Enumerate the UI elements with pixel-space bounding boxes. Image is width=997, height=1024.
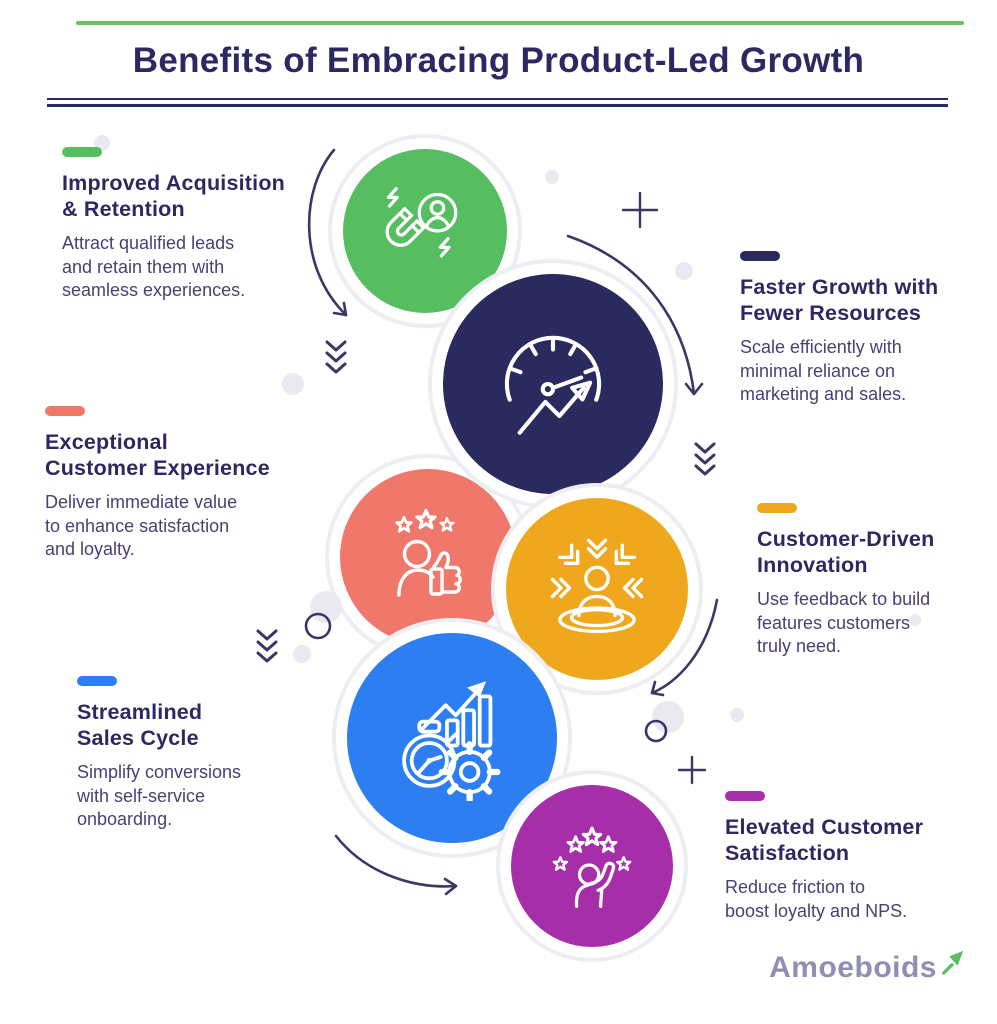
circle-improved-acquisition bbox=[343, 149, 507, 313]
header-accent-rule bbox=[76, 21, 964, 25]
plus-mark-icon bbox=[621, 191, 659, 229]
ring-dot-icon bbox=[304, 612, 332, 640]
benefit-card-elevated-satisfaction: Elevated Customer Satisfaction Reduce fr… bbox=[725, 791, 923, 923]
benefit-title: Customer-Driven Innovation bbox=[757, 527, 935, 577]
circle-faster-growth bbox=[443, 274, 663, 494]
title-underline bbox=[47, 98, 948, 107]
benefit-body: Simplify conversions with self-service o… bbox=[77, 762, 242, 829]
plus-mark-icon bbox=[677, 755, 707, 785]
curved-arrow-top-left bbox=[307, 148, 348, 317]
benefit-card-exceptional-experience: Exceptional Customer Experience Deliver … bbox=[45, 406, 270, 562]
ring-dot-icon bbox=[644, 719, 668, 743]
chevron-triple-icon bbox=[256, 629, 278, 663]
benefit-card-streamlined-sales: Streamlined Sales Cycle Simplify convers… bbox=[77, 676, 241, 832]
benefit-title: Elevated Customer Satisfaction bbox=[725, 815, 924, 865]
benefit-body: Deliver immediate value to enhance satis… bbox=[45, 492, 238, 559]
magnet-attracting-user-icon bbox=[385, 187, 458, 258]
accent-dash bbox=[45, 406, 85, 416]
circle-elevated-satisfaction bbox=[511, 785, 673, 947]
circle-exceptional-experience bbox=[340, 469, 516, 645]
benefit-card-customer-innovation: Customer-Driven Innovation Use feedback … bbox=[757, 503, 934, 659]
logo-text: Amoeboids bbox=[769, 951, 937, 984]
accent-dash bbox=[740, 251, 780, 261]
benefit-title: Streamlined Sales Cycle bbox=[77, 700, 203, 750]
accent-dash bbox=[62, 147, 102, 157]
customer-focus-icon bbox=[550, 538, 644, 634]
accent-dash bbox=[77, 676, 117, 686]
benefit-title: Improved Acquisition & Retention bbox=[62, 171, 285, 221]
page-title: Benefits of Embracing Product-Led Growth bbox=[132, 41, 865, 80]
accent-dash bbox=[725, 791, 765, 801]
benefit-title: Faster Growth with Fewer Resources bbox=[740, 275, 939, 325]
speedometer-growth-icon bbox=[504, 335, 602, 435]
circle-streamlined-sales bbox=[347, 633, 557, 843]
circle-customer-innovation bbox=[506, 498, 688, 680]
five-star-person-icon bbox=[552, 826, 632, 908]
brand-logo: Amoeboids bbox=[769, 950, 965, 985]
chevron-triple-icon bbox=[325, 340, 347, 374]
accent-dash bbox=[757, 503, 797, 513]
stopwatch-gear-chart-icon bbox=[402, 681, 501, 801]
benefit-title: Exceptional Customer Experience bbox=[45, 430, 270, 480]
thumbs-up-rating-icon bbox=[395, 508, 462, 597]
logo-arrow-icon bbox=[942, 950, 964, 975]
benefit-card-faster-growth: Faster Growth with Fewer Resources Scale… bbox=[740, 251, 938, 407]
curved-arrow-bottom bbox=[334, 834, 458, 896]
benefit-body: Reduce friction to boost loyalty and NPS… bbox=[725, 877, 908, 921]
benefit-body: Attract qualified leads and retain them … bbox=[62, 233, 246, 300]
benefit-card-improved-acquisition: Improved Acquisition & Retention Attract… bbox=[62, 147, 285, 303]
benefit-body: Use feedback to build features customers… bbox=[757, 589, 931, 656]
benefit-body: Scale efficiently with minimal reliance … bbox=[740, 337, 907, 404]
chevron-triple-icon bbox=[694, 442, 716, 476]
